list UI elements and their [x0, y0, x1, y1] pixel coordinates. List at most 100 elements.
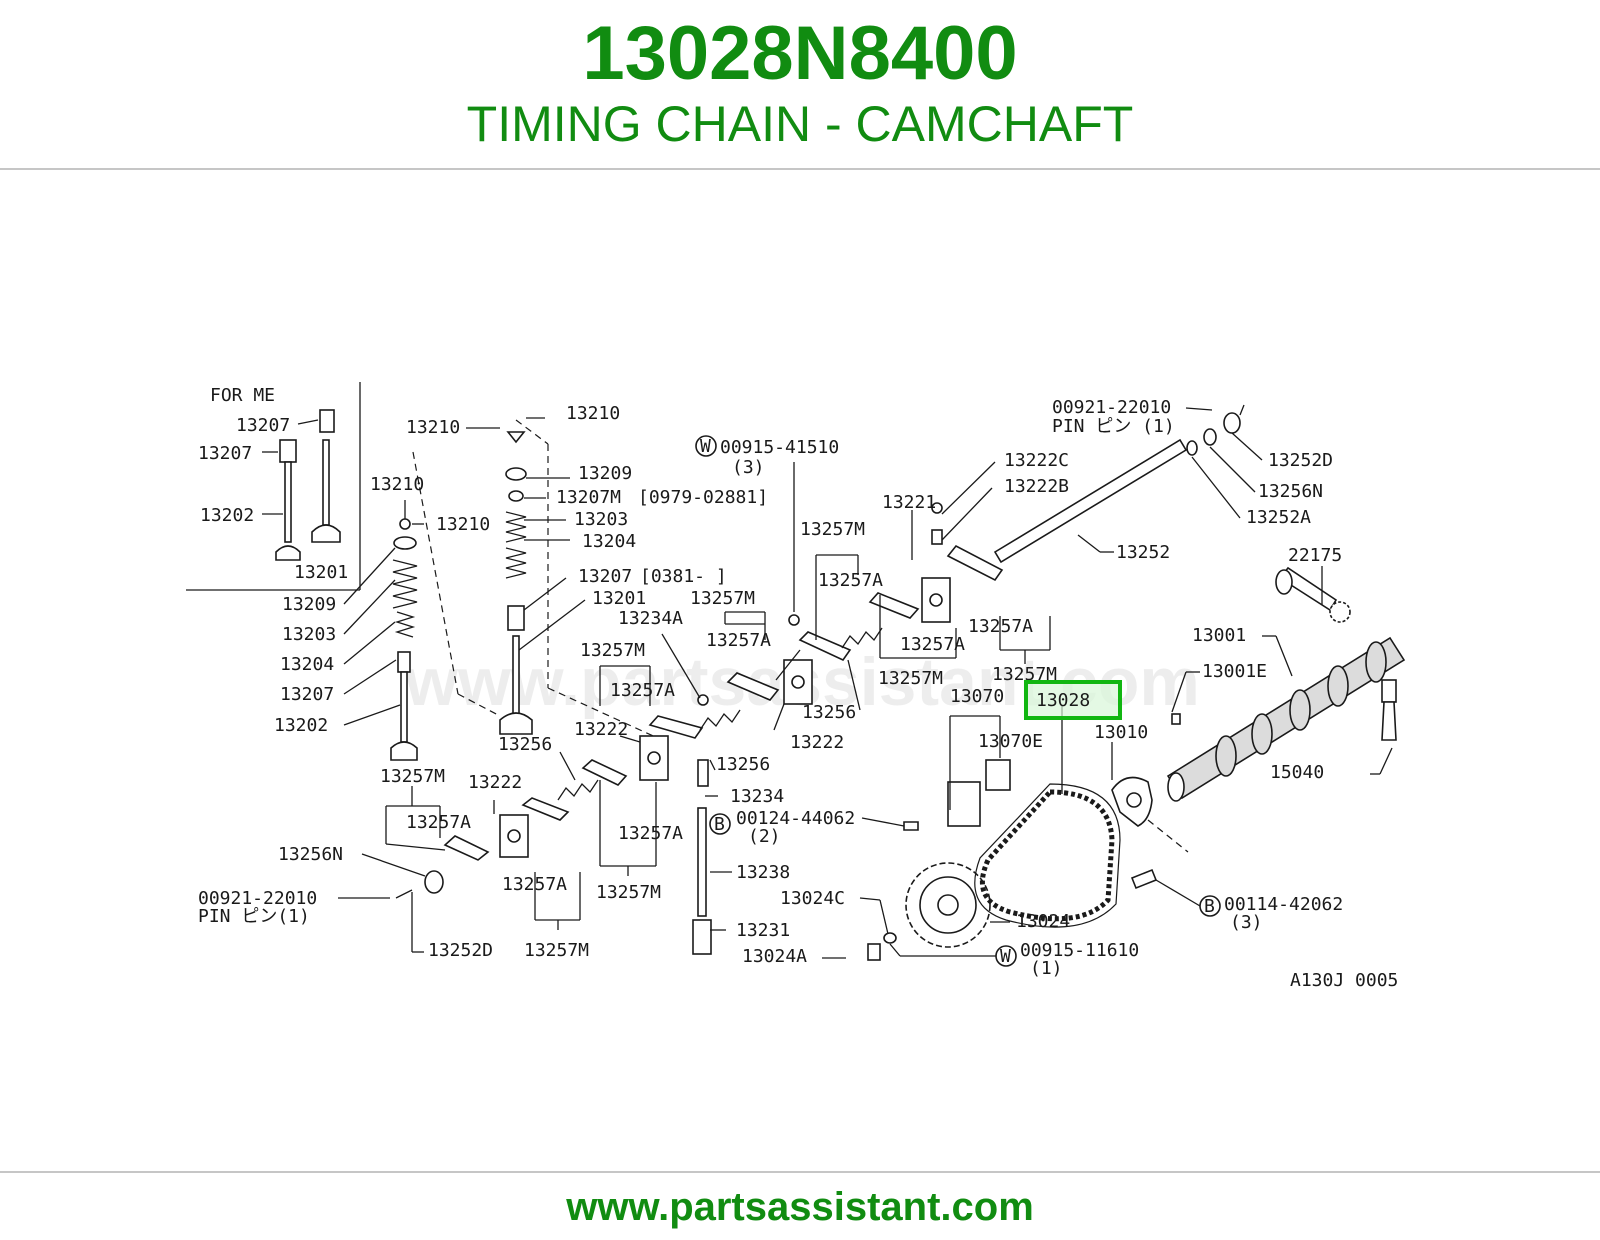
symbol-b: B [1204, 896, 1215, 917]
label-qty: (2) [748, 826, 781, 847]
leader-lines [338, 407, 1393, 959]
label-13238: 13238 [736, 862, 790, 883]
label-00124-44062: 00124-44062 [736, 808, 855, 829]
label-13231: 13231 [736, 920, 790, 941]
camshaft [1166, 566, 1406, 802]
parts-diagram: www.partsassistant.com FOR ME [0, 170, 1600, 1170]
label-13210: 13210 [436, 514, 490, 535]
label-13207: 13207 [578, 566, 632, 587]
label-13203: 13203 [282, 624, 336, 645]
label-15040: 15040 [1270, 762, 1324, 783]
label-00114-42062: 00114-42062 [1224, 894, 1343, 915]
valve-stem-part [284, 461, 292, 543]
inset-title: FOR ME [210, 385, 275, 406]
highlighted-part-label[interactable]: 13028 [1036, 690, 1090, 711]
footer-link[interactable]: www.partsassistant.com [566, 1185, 1034, 1229]
label-date-range: [0381- ] [640, 566, 727, 587]
label-13257m: 13257M [580, 640, 645, 661]
label-13257m: 13257M [380, 766, 445, 787]
valve-seal-part [279, 439, 297, 463]
valve-stem-part [322, 439, 330, 526]
label-13201: 13201 [592, 588, 646, 609]
label-pin-qty: PIN ピン(1) [198, 906, 310, 927]
label-13257m: 13257M [524, 940, 589, 961]
highlight-box[interactable] [1024, 680, 1122, 720]
label-13201: 13201 [294, 562, 348, 583]
diagram-svg: www.partsassistant.com FOR ME [186, 382, 1406, 991]
part-number: 13028N8400 [582, 11, 1018, 96]
label-13207: 13207 [280, 684, 334, 705]
label-00915-11610: 00915-11610 [1020, 940, 1139, 961]
label-13210: 13210 [406, 417, 460, 438]
label-13202: 13202 [200, 505, 254, 526]
figure-code: A130J 0005 [1290, 970, 1398, 991]
label-13207: 13207 [236, 415, 290, 436]
label-13257a: 13257A [900, 634, 965, 655]
label-13222b: 13222B [1004, 476, 1069, 497]
label-13257a: 13257A [818, 570, 883, 591]
label-13222: 13222 [790, 732, 844, 753]
label-13209: 13209 [282, 594, 336, 615]
symbol-w: W [1000, 946, 1011, 967]
label-13256n: 13256N [1258, 481, 1323, 502]
label-13256: 13256 [498, 734, 552, 755]
circle-symbols: W B W B [695, 435, 1221, 967]
label-22175: 22175 [1288, 545, 1342, 566]
label-13222c: 13222C [1004, 450, 1069, 471]
label-13257a: 13257A [968, 616, 1033, 637]
label-13256: 13256 [802, 702, 856, 723]
label-13257m: 13257M [596, 882, 661, 903]
label-00921-22010: 00921-22010 [198, 888, 317, 909]
label-00921-22010: 00921-22010 [1052, 397, 1171, 418]
valve-assembly-left [390, 451, 501, 761]
label-qty: (1) [1030, 958, 1063, 979]
header-divider [0, 168, 1600, 170]
page-header: 13028N8400 TIMING CHAIN - CAMCHAFT [0, 0, 1600, 168]
label-qty: (3) [732, 457, 765, 478]
valve-head-part [311, 524, 341, 543]
label-13257m: 13257M [800, 519, 865, 540]
label-13010: 13010 [1094, 722, 1148, 743]
label-13207: 13207 [198, 443, 252, 464]
label-date-range: [0979-02881] [638, 487, 768, 508]
label-13257m: 13257M [992, 664, 1057, 685]
cam-sprocket [867, 862, 991, 961]
label-13203: 13203 [574, 509, 628, 530]
label-13252: 13252 [1116, 542, 1170, 563]
chain-tensioner [947, 781, 981, 827]
label-13070e: 13070E [978, 731, 1043, 752]
rocker-assembly [395, 404, 1245, 899]
label-13256n: 13256N [278, 844, 343, 865]
pushrod-lifter [692, 759, 1011, 955]
label-13210: 13210 [370, 474, 424, 495]
label-13202: 13202 [274, 715, 328, 736]
label-13070: 13070 [950, 686, 1004, 707]
label-13252a: 13252A [1246, 507, 1311, 528]
label-13204: 13204 [280, 654, 334, 675]
highlighted-part-callout[interactable]: 13028 [1024, 680, 1122, 720]
label-13257m: 13257M [690, 588, 755, 609]
label-13024c: 13024C [780, 888, 845, 909]
label-13024: 13024 [1016, 911, 1070, 932]
valve-seal-part [319, 409, 335, 433]
label-13257a: 13257A [618, 823, 683, 844]
valve-assembly-middle [499, 419, 663, 741]
label-13257a: 13257A [502, 874, 567, 895]
label-13257a: 13257A [706, 630, 771, 651]
label-13204: 13204 [582, 531, 636, 552]
label-13257a: 13257A [406, 812, 471, 833]
label-13207m: 13207M [556, 487, 621, 508]
valve-head-part [275, 545, 301, 561]
label-13222: 13222 [574, 719, 628, 740]
rocker-shaft [993, 438, 1188, 564]
label-qty: (3) [1230, 912, 1263, 933]
timing-chain [974, 783, 1121, 928]
label-13222: 13222 [468, 772, 522, 793]
label-13210: 13210 [566, 403, 620, 424]
footer-divider [0, 1171, 1600, 1173]
label-13252d: 13252D [1268, 450, 1333, 471]
symbol-w: W [700, 436, 711, 457]
label-13001: 13001 [1192, 625, 1246, 646]
symbol-b: B [714, 814, 725, 835]
label-13234a: 13234A [618, 608, 683, 629]
